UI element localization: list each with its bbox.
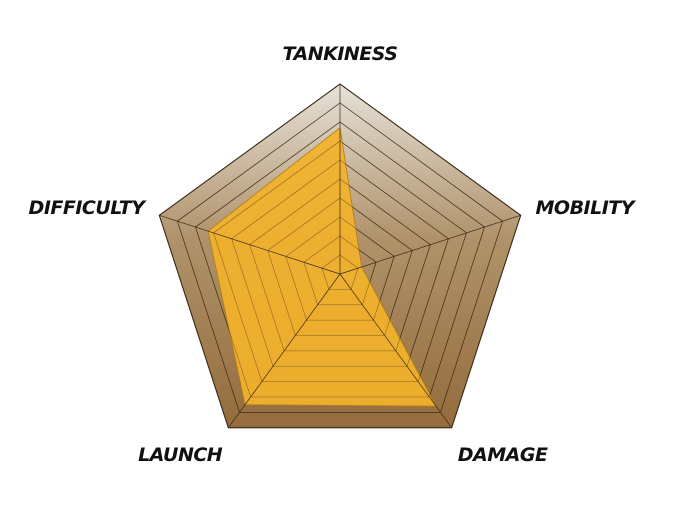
axis-label-difficulty: DIFFICULTY <box>29 197 148 219</box>
axis-label-damage: DAMAGE <box>458 444 548 466</box>
axis-label-tankiness: TANKINESS <box>283 43 398 65</box>
axis-label-mobility: MOBILITY <box>536 197 637 219</box>
axis-label-launch: LAUNCH <box>138 444 223 466</box>
